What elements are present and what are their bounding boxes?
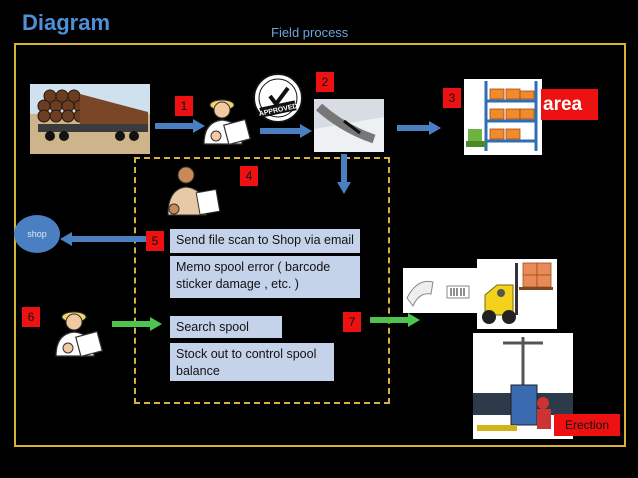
page-title: Diagram (22, 10, 111, 35)
step-7-badge: 7 (343, 312, 361, 332)
worker-icon (52, 304, 104, 359)
step-send-file: Send file scan to Shop via email (170, 229, 360, 253)
erection-label: Erection (554, 414, 620, 436)
page-subtitle: Field process (271, 25, 349, 40)
step-search-spool: Search spool area (170, 316, 282, 351)
step-3-badge: 3 (443, 88, 461, 108)
process-frame (14, 43, 626, 447)
step-4-badge: 4 (240, 166, 258, 186)
barcode-scanner-image (403, 268, 477, 313)
clerk-icon (162, 163, 224, 217)
step-2-badge: 2 (316, 72, 334, 92)
exception-group-frame (134, 157, 390, 404)
writing-hand-image (314, 99, 384, 152)
arrow-to-storage (397, 121, 441, 135)
area-label: area (541, 89, 598, 120)
step-memo-error: Memo spool error ( barcode sticker damag… (170, 256, 360, 298)
approved-stamp-icon: APPROVED (252, 72, 304, 124)
shop-node: shop (14, 215, 60, 253)
arrow-down-to-exceptions (337, 154, 351, 194)
step-6-badge: 6 (22, 307, 40, 327)
step-1-badge: 1 (175, 96, 193, 116)
pipe-truck-image (30, 84, 150, 154)
erection-image (473, 333, 573, 439)
step-5-badge: 5 (146, 231, 164, 251)
arrow-truck-to-inspector (155, 119, 205, 133)
arrow-inspector-to-writing (260, 124, 312, 138)
step-stock-out: Stock out to control spool balance (170, 343, 334, 381)
storage-rack-image (464, 79, 542, 155)
arrow-to-shop (60, 232, 146, 246)
forklift-image (477, 259, 557, 329)
arrow-worker-to-search (112, 317, 162, 331)
arrow-to-forklift (370, 313, 420, 327)
inspector-icon (200, 92, 252, 147)
